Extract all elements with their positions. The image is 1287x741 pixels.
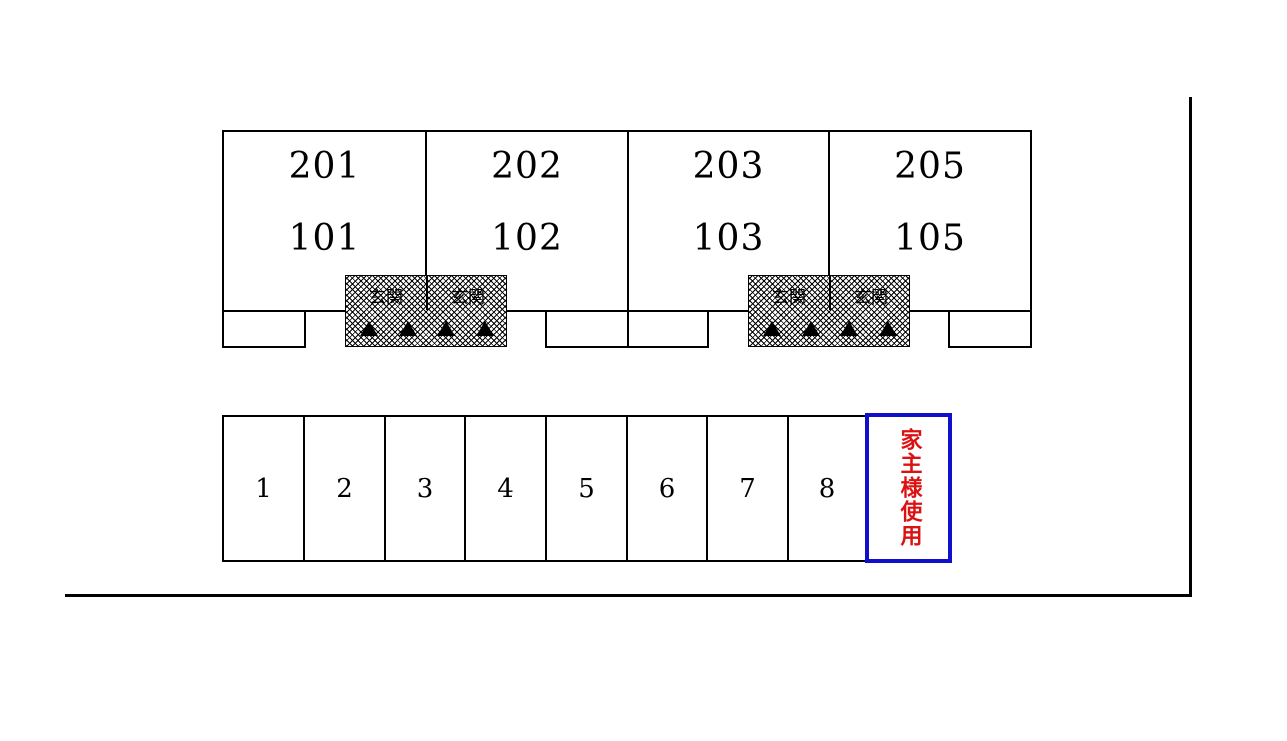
triangle-up-icon <box>801 320 820 336</box>
step-box <box>627 310 709 348</box>
entrance-divider <box>426 276 428 310</box>
space-number: 3 <box>416 473 434 504</box>
entrance-d: 玄関 <box>831 276 911 310</box>
triangle-up-icon <box>763 320 782 336</box>
triangle-up-icon <box>360 320 379 336</box>
owner-use-label: 家主様使用 <box>896 428 922 548</box>
entrance-arrows <box>350 318 504 338</box>
unit-number-upper: 201 <box>288 146 361 187</box>
entrance-label: 玄関 <box>772 288 806 308</box>
step-box <box>545 310 629 348</box>
space-number: 4 <box>497 473 514 504</box>
space-number: 8 <box>818 473 836 504</box>
space-number: 6 <box>658 473 676 504</box>
step-box <box>948 310 1032 348</box>
entrance-divider <box>829 276 831 310</box>
parking-space-8: 8 <box>787 415 867 562</box>
triangle-up-icon <box>398 320 417 336</box>
parking-space-7: 7 <box>706 415 789 562</box>
space-number: 2 <box>336 473 353 504</box>
space-number: 1 <box>255 473 272 504</box>
triangle-up-icon <box>475 320 494 336</box>
unit-number-lower: 101 <box>288 218 361 259</box>
unit-block-4: 205 105 <box>828 130 1032 312</box>
parking-space-6: 6 <box>626 415 708 562</box>
parking-space-2: 2 <box>303 415 386 562</box>
entrance-label: 玄関 <box>854 288 888 308</box>
entrance-label: 玄関 <box>369 288 403 308</box>
entrance-area-right: 玄関 玄関 <box>748 275 910 347</box>
unit-block-1: 201 101 <box>222 130 427 312</box>
unit-number-lower: 103 <box>692 218 765 259</box>
unit-number-lower: 102 <box>491 218 563 259</box>
entrance-a: 玄関 <box>346 276 426 310</box>
unit-number-upper: 203 <box>692 146 765 187</box>
entrance-arrows <box>753 318 907 338</box>
unit-number-upper: 202 <box>491 146 563 187</box>
unit-number-upper: 205 <box>894 146 966 187</box>
site-boundary-right <box>1189 97 1192 597</box>
entrance-c: 玄関 <box>749 276 829 310</box>
owner-parking-space: 家主様使用 <box>865 413 952 563</box>
parking-space-3: 3 <box>384 415 466 562</box>
triangle-up-icon <box>840 320 859 336</box>
site-boundary-bottom <box>65 594 1192 597</box>
space-number: 7 <box>739 473 756 504</box>
parking-row: 1 2 3 4 5 6 7 8 家主様使用 <box>222 413 952 563</box>
step-box <box>222 310 306 348</box>
space-number: 5 <box>578 473 595 504</box>
parking-space-1: 1 <box>222 415 305 562</box>
entrance-area-left: 玄関 玄関 <box>345 275 507 347</box>
parking-space-4: 4 <box>464 415 547 562</box>
entrance-b: 玄関 <box>428 276 508 310</box>
triangle-up-icon <box>437 320 456 336</box>
entrance-label: 玄関 <box>451 288 485 308</box>
triangle-up-icon <box>878 320 897 336</box>
unit-number-lower: 105 <box>894 218 966 259</box>
parking-space-5: 5 <box>545 415 628 562</box>
